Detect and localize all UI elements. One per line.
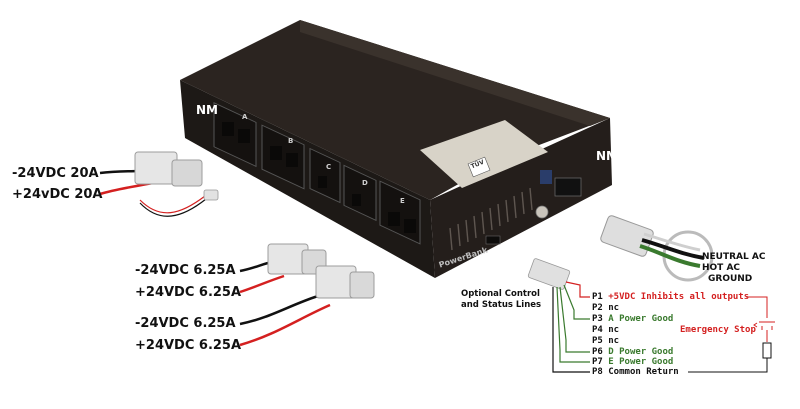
pin-id: P3 [592,314,603,324]
ac-connector [600,215,714,282]
pin-row-p3: P3 A Power Good [592,315,673,324]
ac-wire-white [643,232,701,252]
power-supply-unit [180,20,612,278]
emergency-stop-label: Emergency Stop [680,325,756,335]
estop-arrow [753,322,758,328]
pin-desc: Common Return [608,367,679,377]
connector-housing-20a-rear [171,159,203,187]
dc-label-6a-2-negative: -24VDC 6.25A [135,316,236,331]
pin-desc: A Power Good [608,314,674,324]
lead-p1 [565,281,590,298]
socket [286,153,298,167]
pin-desc: +5VDC Inhibits all outputs [608,292,750,302]
sense-wire-black [139,198,207,217]
estop-resistor [762,342,772,359]
lead-p8 [552,287,590,373]
spec-label-sticker [420,120,548,188]
control-plug [527,258,571,290]
dc-label-6a-1-negative: -24VDC 6.25A [135,263,236,278]
socket [388,212,400,226]
estop-red-line [746,296,768,318]
pin-id: P2 [592,303,603,313]
pin-row-p5: P5 nc [592,337,619,346]
pin-leads [552,281,590,373]
pin-desc: nc [608,336,620,346]
pin-desc: nc [608,325,620,335]
dc-label-6a-2-positive: +24VDC 6.25A [135,338,242,353]
dc-label-6a-1-positive: +24VDC 6.25A [135,285,242,300]
control-header [485,235,501,245]
wire-red-6a-1 [239,274,285,294]
brand-logo-side: NM [596,149,618,163]
tuv-mark [467,156,491,178]
ac-wire-green [639,244,701,268]
control-plug-housing [527,258,571,290]
pin-row-p6: P6 D Power Good [592,348,673,357]
slot-label-b: B [288,137,294,145]
pin-row-p7: P7 E Power Good [592,358,673,367]
socket [352,194,361,206]
socket [270,146,282,160]
pin-id: P7 [592,357,603,367]
slot-label-a: A [242,113,248,121]
unit-top-face-highlight [300,20,610,126]
sense-wire [139,195,206,214]
connector-6a-1 [239,243,327,294]
emergency-stop-circuit [688,296,775,373]
socket [238,129,250,143]
lead-p6 [559,286,590,353]
ac-label-hot: HOT AC [702,263,741,273]
slot-label-c: C [326,163,332,171]
brand-logo: NM [196,103,218,117]
pin-desc: nc [608,303,620,313]
dc-label-20a-positive: +24vDC 20A [12,187,103,202]
wire-red-6a-2 [239,303,331,347]
control-title-line1: Optional Control [461,289,540,299]
wire-black-6a-2 [239,294,319,326]
pin-id: P6 [592,347,603,357]
ac-wire-black [641,238,705,260]
pin-id: P1 [592,292,603,302]
control-title-line2: and Status Lines [461,300,542,310]
pin-row-p1: P1 +5VDC Inhibits all outputs [592,293,749,302]
lead-p7 [556,286,590,363]
pin-id: P4 [592,325,603,335]
slot-d-housing [343,164,377,222]
slot-label-e: E [400,197,405,205]
ac-label-neutral: NEUTRAL AC [702,252,766,262]
pin-row-p2: P2 nc [592,304,619,313]
pin-row-p4: P4 nc [592,326,619,335]
ac-label-ground: GROUND [708,274,753,284]
dc-label-20a-negative: -24VDC 20A [12,166,99,181]
socket [222,122,234,136]
connector-housing-20a [134,151,178,185]
ac-inlet [554,177,582,197]
connector-20a [99,151,219,217]
slot-label-d: D [362,179,368,187]
estop-return [688,358,768,373]
adjust-knob [535,205,549,219]
lead-p3 [563,284,590,320]
pin-desc: D Power Good [608,347,674,357]
pin-row-p8: P8 Common Return [592,368,679,377]
pin-id: P5 [592,336,603,346]
pin-id: P8 [592,367,603,377]
slot-c-housing [309,147,341,204]
socket [318,176,327,188]
pin-desc: E Power Good [608,357,674,367]
slot-a-housing [213,102,257,168]
wire-black-6a-1 [239,260,273,273]
socket [404,219,416,233]
connector-6a-2 [239,265,375,347]
sense-plug [203,189,219,201]
fuse-holder [540,170,552,184]
slot-b-housing [261,124,305,190]
side-vents [449,187,533,251]
connector-housing-6a-2-rear [349,271,375,299]
